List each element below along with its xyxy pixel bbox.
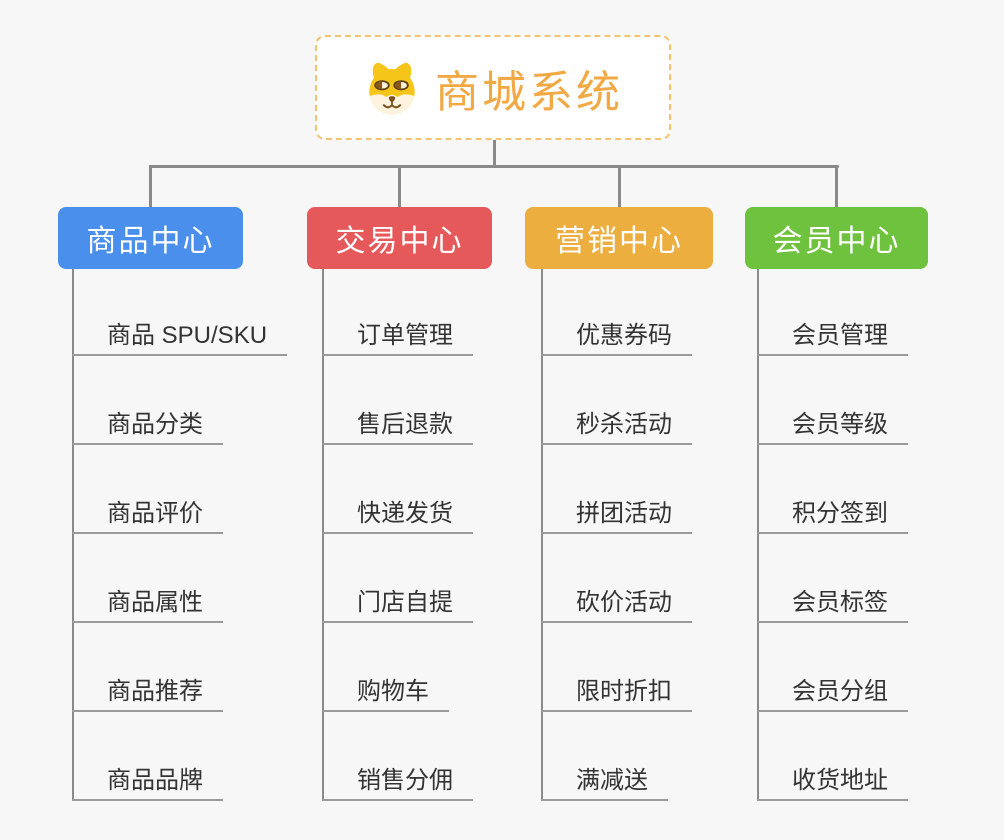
leaf-node[interactable]: 商品属性 [72, 583, 223, 623]
leaf-node[interactable]: 满减送 [541, 761, 668, 801]
branch-trunk-trade [322, 269, 324, 801]
leaf-node[interactable]: 销售分佣 [322, 761, 473, 801]
leaf-node[interactable]: 商品分类 [72, 405, 223, 445]
branch-node-product-center[interactable]: 商品中心 [58, 207, 243, 269]
leaf-node[interactable]: 收货地址 [757, 761, 908, 801]
connector-drop-marketing [618, 165, 621, 207]
leaf-node[interactable]: 商品 SPU/SKU [72, 316, 288, 356]
branch-trunk-product [72, 269, 74, 801]
leaf-node[interactable]: 售后退款 [322, 405, 473, 445]
leaf-node[interactable]: 秒杀活动 [541, 405, 692, 445]
branch-node-marketing-center[interactable]: 营销中心 [525, 207, 713, 269]
leaf-node[interactable]: 会员等级 [757, 405, 908, 445]
leaf-node[interactable]: 会员标签 [757, 583, 908, 623]
leaf-node[interactable]: 优惠券码 [541, 316, 692, 356]
dog-face-icon [363, 59, 421, 117]
leaf-node[interactable]: 订单管理 [322, 316, 473, 356]
leaf-node[interactable]: 积分签到 [757, 494, 908, 534]
branch-trunk-marketing [541, 269, 543, 801]
leaf-node[interactable]: 商品评价 [72, 494, 223, 534]
connector-drop-trade [398, 165, 401, 207]
leaf-node[interactable]: 购物车 [322, 672, 449, 712]
leaf-node[interactable]: 会员管理 [757, 316, 908, 356]
leaf-node[interactable]: 拼团活动 [541, 494, 692, 534]
leaf-node[interactable]: 快递发货 [322, 494, 473, 534]
branch-node-member-center[interactable]: 会员中心 [745, 207, 928, 269]
connector-drop-member [835, 165, 838, 207]
connector-root-stem [493, 140, 496, 168]
connector-horizontal-bar [149, 165, 839, 168]
root-title: 商城系统 [435, 67, 623, 117]
connector-drop-product [149, 165, 152, 207]
root-node[interactable]: 商城系统 [315, 35, 671, 140]
branch-node-trade-center[interactable]: 交易中心 [307, 207, 492, 269]
leaf-node[interactable]: 限时折扣 [541, 672, 692, 712]
leaf-node[interactable]: 商品品牌 [72, 761, 223, 801]
leaf-node[interactable]: 会员分组 [757, 672, 908, 712]
branch-trunk-member [757, 269, 759, 801]
leaf-node[interactable]: 商品推荐 [72, 672, 223, 712]
leaf-node[interactable]: 砍价活动 [541, 583, 692, 623]
leaf-node[interactable]: 门店自提 [322, 583, 473, 623]
